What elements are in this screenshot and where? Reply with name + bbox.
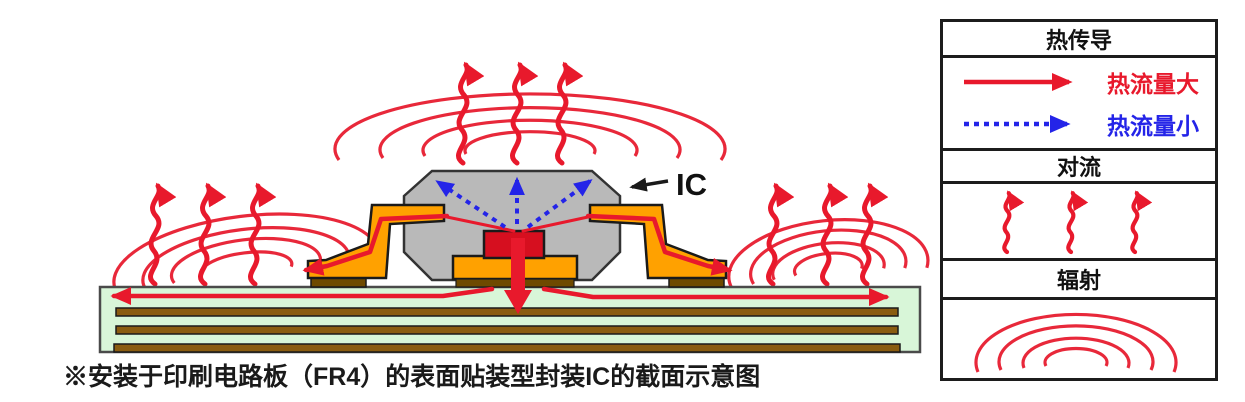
ic-label: IC xyxy=(676,167,707,202)
legend-panel: 热传导 热流量大 xyxy=(940,19,1218,381)
legend-conduction-title: 热传导 xyxy=(943,22,1215,58)
legend-conduction-rows: 热流量大 热流量小 xyxy=(943,58,1215,148)
caption-text: ※安装于印刷电路板（FR4）的表面贴装型封装IC的截面示意图 xyxy=(63,363,761,391)
dashed-blue-arrow-icon xyxy=(964,114,1071,133)
radiation-arcs-icon xyxy=(333,92,727,161)
legend-row-flow-large: 热流量大 xyxy=(959,65,1215,99)
legend-convection-sample xyxy=(943,184,1215,258)
conduction-down-arrow xyxy=(504,238,532,314)
pcb-bottom-copper xyxy=(113,343,901,353)
convection-radiation-group-right xyxy=(727,182,930,290)
ic-cross-section-drawing: IC xyxy=(98,61,930,354)
legend-flow-large-label: 热流量大 xyxy=(1107,71,1199,98)
pcb-copper-trace xyxy=(115,307,899,317)
radiation-arcs-icon xyxy=(974,312,1178,373)
legend-radiation-sample xyxy=(943,300,1215,378)
conduction-arrows-small xyxy=(435,176,593,229)
legend-row-flow-small: 热流量小 xyxy=(959,107,1215,141)
wavy-arrow-icon xyxy=(148,182,277,287)
legend-flow-small-label: 热流量小 xyxy=(1107,112,1199,139)
solder-pad-right xyxy=(668,277,725,288)
legend-radiation-title: 辐射 xyxy=(943,258,1215,300)
pcb-copper-trace xyxy=(115,325,899,335)
wavy-arrow-icon xyxy=(1002,190,1153,255)
convection-radiation-group-center xyxy=(333,61,727,166)
legend-convection-title: 对流 xyxy=(943,148,1215,184)
wavy-arrow-icon xyxy=(456,61,584,166)
solder-pad-left xyxy=(310,277,367,288)
ic-label-pointer xyxy=(629,177,669,192)
solid-red-arrow-icon xyxy=(964,73,1073,92)
wavy-arrow-icon xyxy=(766,182,889,287)
conduction-arrows-large xyxy=(110,213,890,306)
